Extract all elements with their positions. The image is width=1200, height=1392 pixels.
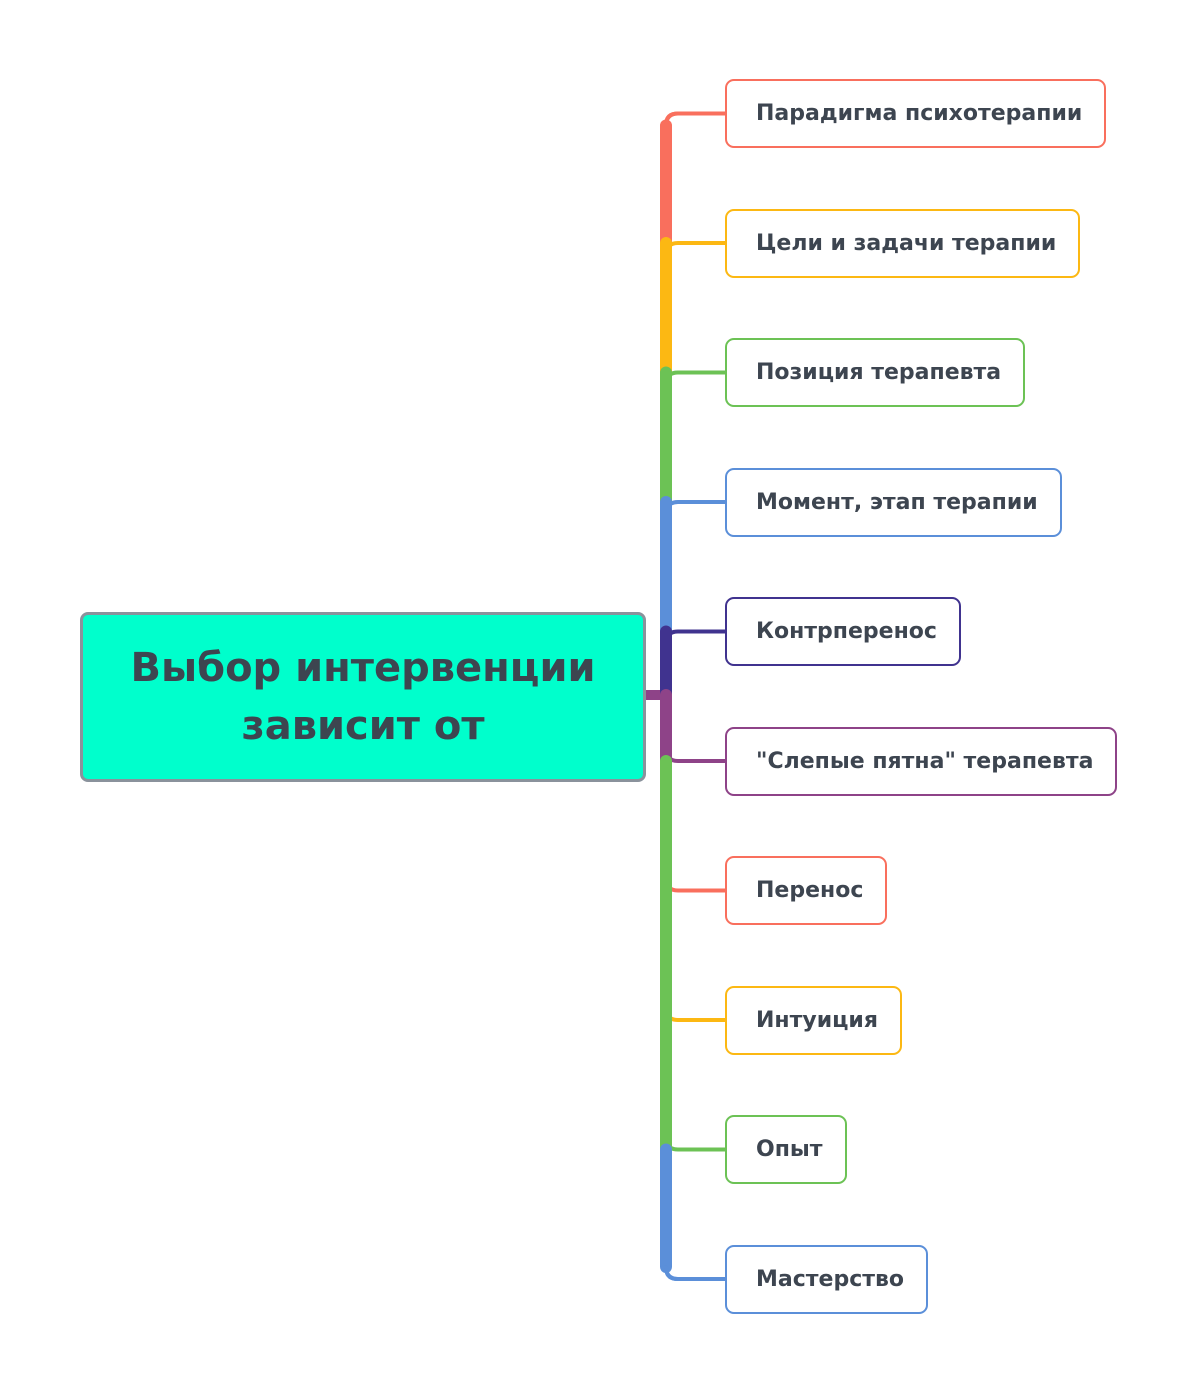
branch-node-paradigm[interactable]: Парадигма психотерапии xyxy=(725,79,1107,148)
branch-connector xyxy=(664,629,727,697)
branch-node-therapist-position[interactable]: Позиция терапевта xyxy=(725,338,1026,407)
branch-node-goals[interactable]: Цели и задачи терапии xyxy=(725,208,1081,278)
root-topic-title: Выбор интервенции зависит от xyxy=(130,645,596,749)
branch-connector xyxy=(664,241,727,697)
branch-connector xyxy=(664,500,727,697)
branch-label: Момент, этап терапии xyxy=(756,489,1038,515)
branch-label: "Слепые пятна" терапевта xyxy=(756,748,1094,774)
branch-node-intuition[interactable]: Интуиция xyxy=(725,985,902,1055)
spine-bottom-cap xyxy=(664,1265,727,1281)
branch-connector xyxy=(664,693,727,1152)
branch-connector xyxy=(664,693,727,893)
spine-top-cap xyxy=(664,111,727,128)
branch-node-experience[interactable]: Опыт xyxy=(725,1115,847,1184)
branch-label: Мастерство xyxy=(756,1266,905,1292)
branch-label: Опыт xyxy=(756,1137,823,1162)
branch-label: Перенос xyxy=(756,878,864,903)
branch-connector xyxy=(664,111,727,697)
branch-node-mastery[interactable]: Мастерство xyxy=(725,1244,929,1314)
branch-connector xyxy=(664,693,727,763)
branch-node-therapy-stage[interactable]: Момент, этап терапии xyxy=(725,467,1062,537)
branch-label: Контрперенос xyxy=(756,619,937,644)
branch-label: Интуиция xyxy=(756,1007,878,1033)
branch-connector xyxy=(664,693,727,1022)
branch-node-countertransference[interactable]: Контрперенос xyxy=(725,597,961,666)
root-topic[interactable]: Выбор интервенции зависит от xyxy=(80,612,646,782)
branch-label: Парадигма психотерапии xyxy=(756,101,1083,126)
branch-node-blind-spots[interactable]: "Слепые пятна" терапевта xyxy=(725,726,1118,796)
branch-connector xyxy=(664,693,727,1281)
branch-connector xyxy=(664,370,727,697)
branch-label: Цели и задачи терапии xyxy=(756,230,1057,256)
branch-node-transference[interactable]: Перенос xyxy=(725,856,888,925)
branch-label: Позиция терапевта xyxy=(756,360,1002,385)
